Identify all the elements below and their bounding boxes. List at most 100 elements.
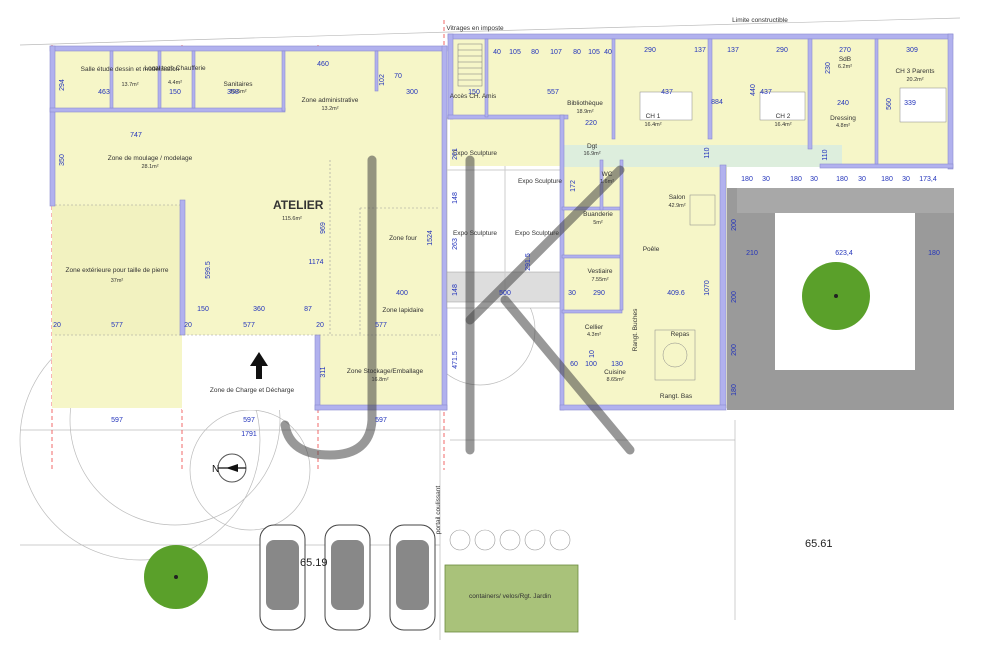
svg-text:623,4: 623,4 [835, 250, 853, 257]
svg-text:102: 102 [379, 74, 386, 86]
svg-text:1.6m²: 1.6m² [600, 179, 614, 185]
car-icon [324, 524, 371, 631]
room-buanderie: Buanderie [583, 211, 613, 218]
expo-label: Expo Sculpture [515, 230, 559, 237]
room-vestiaire: Vestiaire [588, 268, 613, 275]
svg-text:1524: 1524 [427, 230, 434, 246]
room-poele: Poêle [643, 246, 660, 253]
level-b: 65.61 [805, 538, 833, 550]
svg-text:969: 969 [320, 222, 327, 234]
jk-logo-watermark [280, 155, 635, 460]
room-acces: Accès CH. Amis [450, 93, 497, 100]
svg-text:4.8m²: 4.8m² [836, 123, 850, 129]
svg-text:1174: 1174 [308, 259, 323, 266]
svg-text:560: 560 [886, 98, 893, 110]
svg-text:180: 180 [881, 176, 893, 183]
svg-text:599.5: 599.5 [205, 261, 212, 279]
svg-text:10.5m²: 10.5m² [229, 89, 246, 95]
svg-text:270: 270 [839, 47, 851, 54]
svg-text:1070: 1070 [704, 280, 711, 296]
atelier-building [49, 45, 448, 411]
svg-text:20: 20 [184, 322, 192, 329]
svg-text:437: 437 [760, 89, 772, 96]
room-ch3: CH 3 Parents [895, 68, 935, 75]
svg-text:577: 577 [375, 322, 387, 329]
room-dgt: Dgt [587, 143, 597, 150]
room-dressing: Dressing [830, 115, 856, 122]
room-ch2: CH 2 [776, 113, 791, 120]
loading-arrow-icon [250, 352, 268, 379]
svg-text:240: 240 [837, 100, 849, 107]
svg-text:16.4m²: 16.4m² [774, 122, 791, 128]
svg-text:130: 130 [611, 361, 623, 368]
svg-text:18.9m²: 18.9m² [576, 109, 593, 115]
svg-text:577: 577 [243, 322, 255, 329]
svg-text:500: 500 [499, 290, 511, 297]
svg-text:10: 10 [589, 350, 596, 358]
svg-text:577: 577 [111, 322, 123, 329]
svg-text:440: 440 [750, 84, 757, 96]
svg-text:148: 148 [452, 192, 459, 204]
house-building [447, 33, 954, 411]
svg-text:180: 180 [731, 384, 738, 396]
car-icon [259, 524, 306, 631]
svg-text:339: 339 [904, 100, 916, 107]
room-zone-admin: Zone administrative [302, 97, 359, 104]
svg-text:180: 180 [741, 176, 753, 183]
svg-text:884: 884 [711, 99, 723, 106]
room-ch1: CH 1 [646, 113, 661, 120]
svg-text:1791: 1791 [241, 431, 257, 438]
tree-icon [802, 262, 870, 330]
svg-text:30: 30 [902, 176, 910, 183]
page-title: ATELIER [273, 198, 324, 212]
svg-text:16.4m²: 16.4m² [644, 122, 661, 128]
svg-text:30: 30 [762, 176, 770, 183]
svg-text:350: 350 [59, 154, 66, 166]
room-zone-moulage: Zone de moulage / modelage [108, 155, 193, 162]
tree-icon [144, 545, 208, 609]
svg-text:80: 80 [531, 49, 539, 56]
svg-text:87: 87 [304, 306, 312, 313]
label-containers: containers/ velos/Rgt. Jardin [469, 593, 551, 600]
svg-text:16.8m²: 16.8m² [371, 377, 388, 383]
svg-text:291.5: 291.5 [525, 253, 532, 271]
svg-text:20.2m²: 20.2m² [906, 77, 923, 83]
svg-text:137: 137 [727, 47, 739, 54]
svg-text:110: 110 [822, 149, 829, 160]
svg-text:437: 437 [661, 89, 673, 96]
svg-text:747: 747 [130, 132, 142, 139]
svg-text:400: 400 [396, 290, 408, 297]
svg-text:597: 597 [243, 417, 255, 424]
svg-text:N: N [212, 464, 219, 475]
expo-label: Expo Sculpture [518, 178, 562, 185]
room-zone-exterieure: Zone extérieure pour taille de pierre [66, 267, 169, 274]
svg-text:597: 597 [111, 417, 123, 424]
svg-text:294: 294 [59, 79, 66, 91]
svg-text:460: 460 [317, 61, 329, 68]
svg-text:13.7m²: 13.7m² [121, 82, 138, 88]
svg-text:463: 463 [98, 89, 110, 96]
svg-text:290: 290 [593, 290, 605, 297]
svg-text:309: 309 [906, 47, 918, 54]
svg-text:263: 263 [452, 238, 459, 250]
dimensions: 463 150 358 460 300 294 102 70 747 350 9… [53, 47, 940, 438]
svg-text:557: 557 [547, 89, 559, 96]
svg-text:180: 180 [790, 176, 802, 183]
label-limite: Limite constructible [732, 17, 788, 24]
svg-text:471.5: 471.5 [452, 351, 459, 369]
svg-text:200: 200 [731, 219, 738, 231]
room-sanitaires: Sanitaires [224, 81, 254, 88]
room-rangt-bas: Rangt. Bas [660, 393, 693, 400]
svg-text:105: 105 [588, 49, 600, 56]
room-local-tech: Local tech Chaufferie [144, 65, 206, 72]
room-labels: Salle étude dessin et modélisation 13.7m… [66, 17, 936, 600]
svg-text:37m²: 37m² [111, 278, 124, 284]
svg-text:200: 200 [731, 344, 738, 356]
svg-text:107: 107 [550, 49, 562, 56]
svg-text:110: 110 [704, 147, 711, 158]
svg-text:220: 220 [585, 120, 597, 127]
svg-text:230: 230 [825, 62, 832, 74]
room-zone-stockage: Zone Stockage/Emballage [347, 368, 424, 375]
svg-text:4.3m²: 4.3m² [587, 332, 601, 338]
